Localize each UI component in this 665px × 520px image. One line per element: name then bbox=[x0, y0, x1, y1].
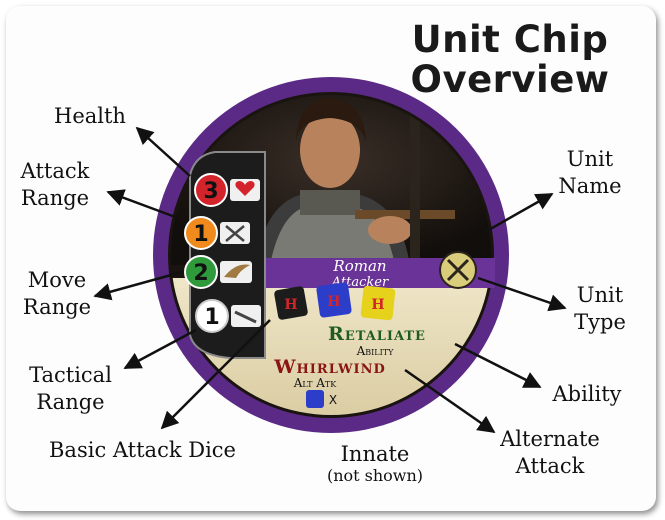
arrow-ability bbox=[454, 342, 542, 389]
arrow-attack-range bbox=[106, 189, 179, 220]
attack-range-stat bbox=[184, 216, 218, 250]
tactical-range-stat bbox=[195, 299, 229, 333]
title-line-1: Unit Chip bbox=[411, 18, 609, 61]
crossed-swords-icon bbox=[446, 258, 470, 282]
callout-move-range: Move Range bbox=[22, 268, 92, 319]
callout-health: Health bbox=[54, 104, 126, 128]
health-stat bbox=[194, 173, 228, 207]
die-black-letter: H bbox=[284, 297, 297, 313]
heart-icon bbox=[235, 181, 255, 196]
portrait-figure bbox=[255, 98, 455, 265]
alt-attack-name: Whirlwind bbox=[273, 356, 386, 378]
callout-attack-range: Attack Range bbox=[20, 159, 90, 210]
page-title: Unit Chip Overview bbox=[405, 20, 615, 100]
ability-name: Retaliate bbox=[328, 323, 426, 345]
callout-arrows bbox=[93, 126, 567, 434]
callout-unit-type: Unit Type bbox=[574, 283, 626, 334]
swords-icon bbox=[225, 225, 245, 242]
die-yellow-letter: H bbox=[371, 297, 384, 313]
ability-label: Ability bbox=[356, 344, 395, 358]
title-line-2: Overview bbox=[410, 58, 610, 101]
health-value: 3 bbox=[203, 179, 218, 204]
alt-attack-label: Alt Atk bbox=[293, 376, 337, 390]
alt-attack-multiplier: X bbox=[329, 393, 337, 407]
arrow-alternate-attack bbox=[404, 368, 496, 434]
callout-unit-name: Unit Name bbox=[558, 147, 622, 198]
die-black bbox=[274, 286, 308, 320]
callout-alternate-attack: Alternate Attack bbox=[500, 427, 600, 478]
die-blue bbox=[316, 282, 352, 318]
alt-attack-die bbox=[306, 390, 324, 408]
die-yellow bbox=[360, 285, 396, 321]
basic-attack-dice: H H H bbox=[274, 282, 396, 321]
arrow-unit-type bbox=[477, 276, 567, 312]
horn-icon bbox=[224, 264, 250, 278]
tactical-range-value: 1 bbox=[204, 305, 219, 330]
callout-ability: Ability bbox=[552, 382, 622, 406]
attack-range-value: 1 bbox=[193, 222, 208, 247]
move-range-value: 2 bbox=[193, 261, 208, 286]
callout-basic-attack-dice: Basic Attack Dice bbox=[49, 438, 236, 462]
arrow-basic-attack-dice bbox=[160, 319, 271, 430]
arrow-unit-name bbox=[484, 192, 554, 234]
callout-innate: Innate (not shown) bbox=[300, 441, 450, 484]
move-range-stat bbox=[184, 255, 218, 289]
arrow-health bbox=[135, 126, 191, 177]
callout-tactical-range: Tactical Range bbox=[29, 363, 112, 414]
unit-name-text: Roman bbox=[332, 257, 386, 275]
arrow-move-range bbox=[93, 270, 183, 301]
innate-note: (not shown) bbox=[326, 466, 424, 485]
die-blue-letter: H bbox=[327, 294, 340, 310]
tactical-icon bbox=[234, 310, 257, 324]
arrow-tactical-range bbox=[123, 328, 197, 370]
